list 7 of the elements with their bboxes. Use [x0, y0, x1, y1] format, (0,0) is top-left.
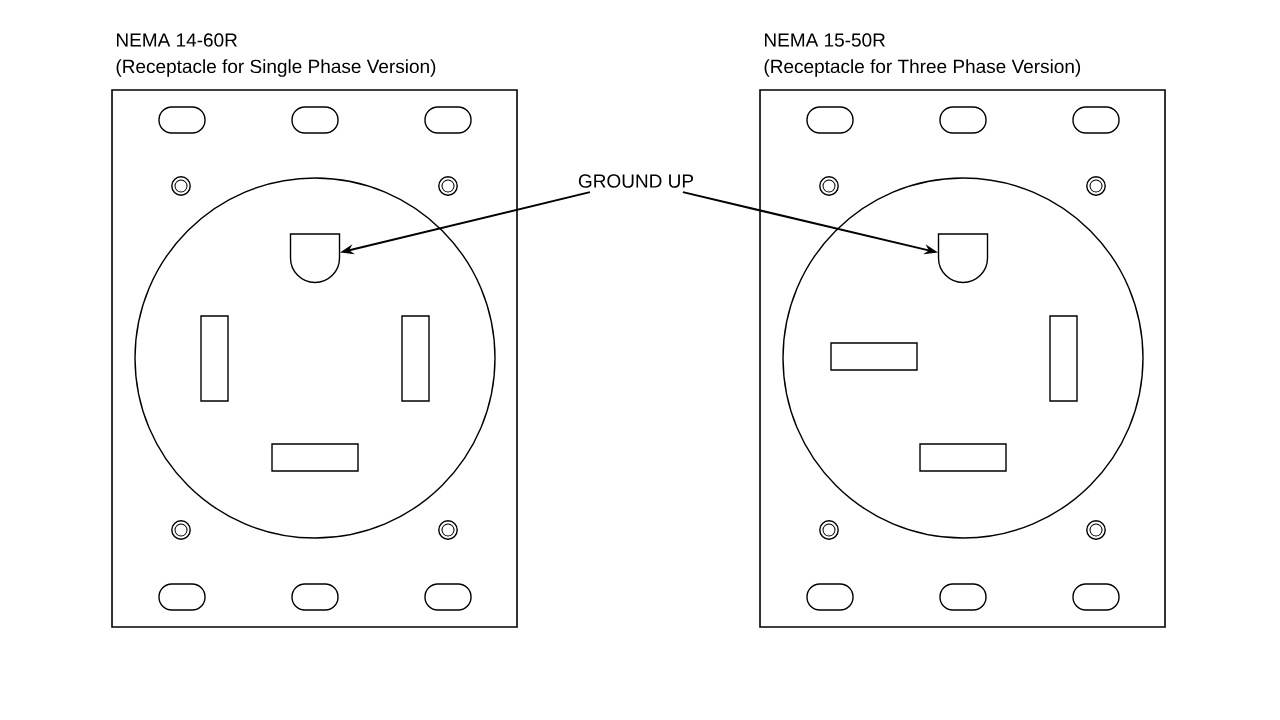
- callout-text: GROUND UP: [578, 174, 694, 188]
- plate-heading: NEMA 14-60R: [117, 33, 237, 47]
- plate-heading: (Receptacle for Three Phase Version): [764, 59, 1081, 77]
- ground-slot: [289, 233, 341, 284]
- plate-heading: (Receptacle for Single Phase Version): [116, 59, 436, 77]
- plate-heading: NEMA 15-50R: [765, 33, 885, 47]
- ground-slot: [937, 233, 989, 284]
